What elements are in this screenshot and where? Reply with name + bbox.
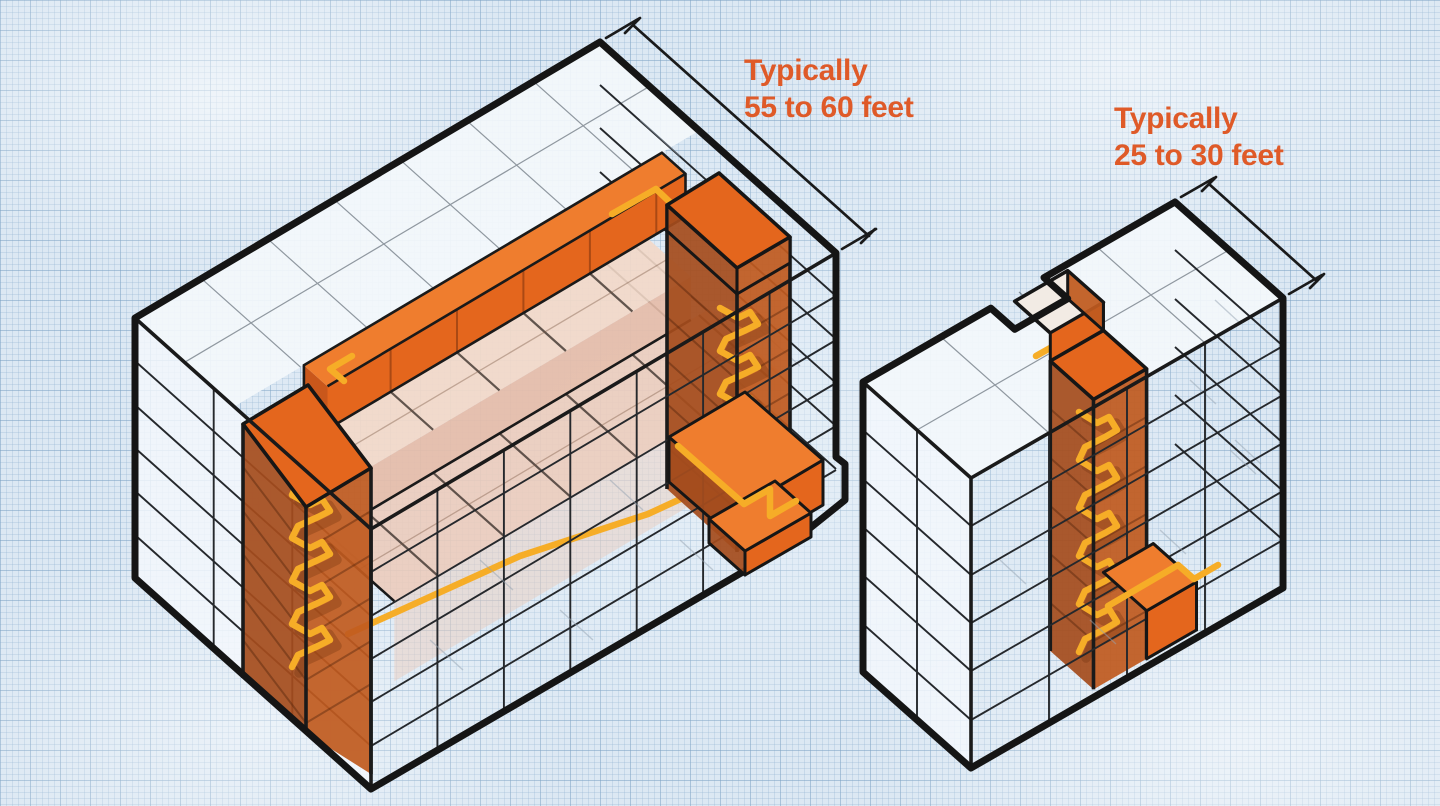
dimension-right-building <box>1179 175 1326 296</box>
end-wall-floor-lines <box>1174 249 1284 541</box>
stair-zigzag <box>1075 408 1121 656</box>
right-dimension-label-line1: Typically <box>1114 102 1238 135</box>
right-dimension-label-line2: 25 to 30 feet <box>1114 139 1284 172</box>
dimension-left-building <box>604 16 878 251</box>
dimension-ticks <box>623 17 877 245</box>
roof-bay-lines <box>184 80 650 368</box>
corridor-bay-divisions <box>389 191 658 392</box>
corridor-front-face <box>327 173 686 430</box>
left-building <box>131 38 849 793</box>
west-face-floor-lines <box>862 429 972 721</box>
exit-vestibule-right-building <box>1101 542 1222 661</box>
dimension-line <box>631 23 871 238</box>
left-dimension-label-line2: 55 to 60 feet <box>744 91 914 124</box>
tower-roof-cap <box>1048 328 1149 402</box>
right-building-outline <box>859 198 1287 772</box>
left-dimension-label: Typically 55 to 60 feet <box>744 52 914 126</box>
vestibule-roof-face <box>1101 542 1198 613</box>
exit-path <box>1104 561 1222 610</box>
left-building-wireframe <box>133 251 837 789</box>
dimension-line <box>1207 182 1319 283</box>
left-dimension-label-line1: Typically <box>744 54 868 87</box>
front-corner-edges <box>133 251 837 789</box>
dimension-ticks <box>1200 175 1326 290</box>
right-building-wireframe <box>861 296 1284 768</box>
tower-right-bulkhead-cap <box>665 171 792 270</box>
corridor-floor-slab <box>327 238 691 468</box>
extension-lines <box>1179 176 1324 296</box>
tower-left-floor-lines <box>242 466 372 724</box>
right-dimension-label: Typically 25 to 30 feet <box>1114 100 1284 174</box>
corridor-path-left-elbow <box>326 352 356 385</box>
front-face-hint-lines <box>429 429 754 671</box>
front-face-bay-lines <box>1048 343 1206 723</box>
corridor-roof-face <box>303 152 686 387</box>
front-corner-edges <box>861 296 1284 768</box>
front-face-bay-lines <box>436 292 771 750</box>
exit-vestibule-left-building <box>667 390 825 577</box>
stairwell-tower-left <box>241 383 373 774</box>
front-face-hint-lines <box>999 449 1257 645</box>
tower-left-west-face <box>243 424 306 733</box>
exit-path <box>674 442 800 520</box>
left-building-outline <box>131 38 849 793</box>
cutaway-step-riser <box>370 276 691 511</box>
vestibule-step-roof-face <box>707 479 813 553</box>
tower-left-cap <box>241 383 373 509</box>
right-building <box>859 198 1287 772</box>
front-face-floor-lines <box>370 295 837 747</box>
